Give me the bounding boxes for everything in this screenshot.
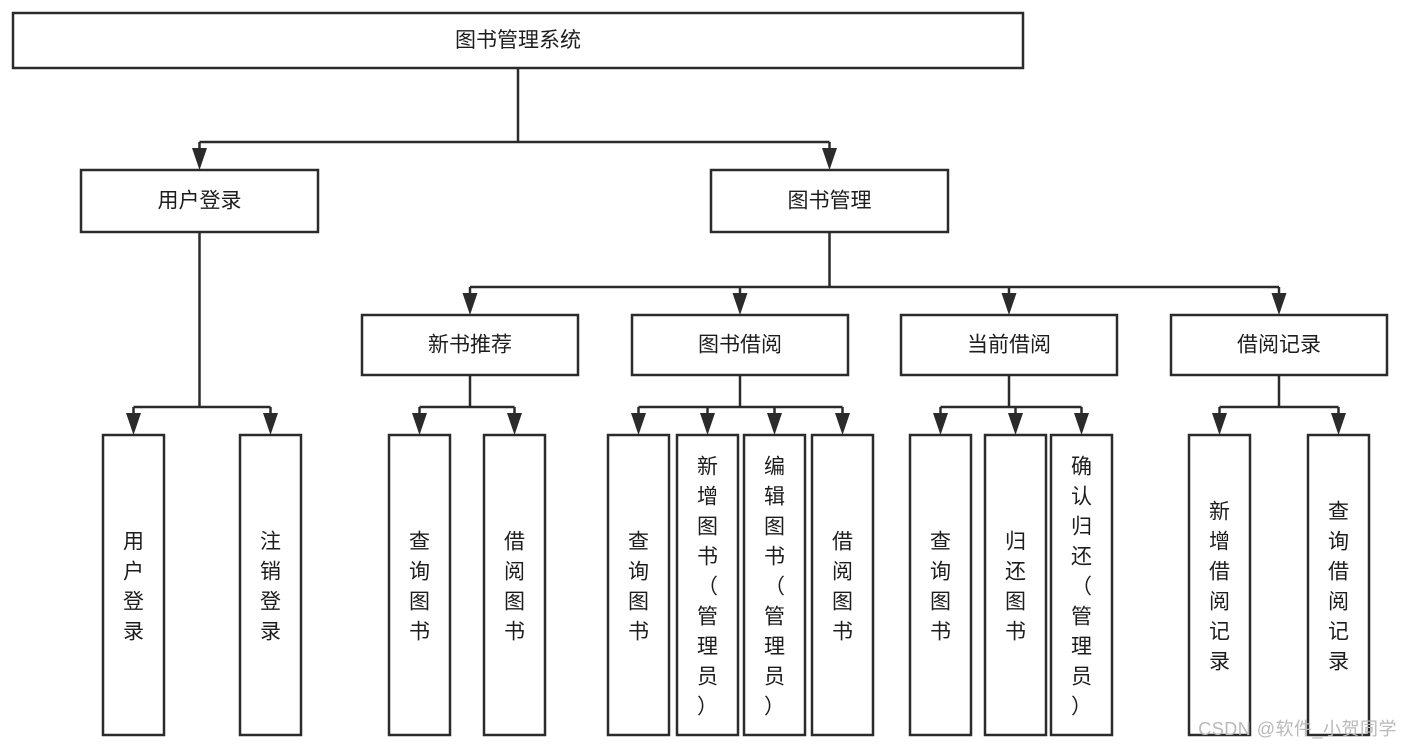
node-box-leaf-borrow-book-2 bbox=[810, 433, 875, 737]
node-leaf-borrow-book-1[interactable]: 借阅图书 bbox=[482, 433, 547, 737]
node-label-leaf-confirm-return: 确认归还（管理员） bbox=[1071, 455, 1092, 718]
node-label-leaf-borrow-book-2: 借阅图书 bbox=[832, 530, 853, 643]
node-new-book-rec[interactable]: 新书推荐 bbox=[360, 313, 580, 377]
arrow-head-leaf-logout bbox=[263, 413, 278, 435]
node-user-login[interactable]: 用户登录 bbox=[79, 168, 320, 234]
arrow-head-book-borrow bbox=[732, 293, 748, 315]
arrow-head-user-login bbox=[192, 148, 207, 170]
node-label-new-book-rec: 新书推荐 bbox=[428, 334, 512, 357]
node-label-root: 图书管理系统 bbox=[455, 29, 581, 52]
node-box-leaf-query-book-1 bbox=[387, 433, 452, 737]
arrow-head-book-manage bbox=[822, 148, 837, 170]
arrow-head-leaf-query-book-2 bbox=[631, 413, 646, 435]
node-label-leaf-logout: 注销登录 bbox=[260, 530, 281, 643]
node-leaf-borrow-book-2[interactable]: 借阅图书 bbox=[810, 433, 875, 737]
node-book-manage[interactable]: 图书管理 bbox=[709, 168, 950, 234]
node-label-current-borrow: 当前借阅 bbox=[967, 334, 1051, 357]
arrow-head-current-borrow bbox=[1001, 293, 1017, 315]
node-label-user-login: 用户登录 bbox=[158, 190, 242, 213]
node-label-leaf-return-book: 归还图书 bbox=[1005, 530, 1026, 643]
node-box-root bbox=[11, 11, 1025, 70]
node-box-leaf-query-record bbox=[1306, 433, 1371, 737]
node-leaf-confirm-return[interactable]: 确认归还（管理员） bbox=[1049, 433, 1114, 737]
node-box-leaf-add-record bbox=[1187, 433, 1252, 737]
node-leaf-query-record[interactable]: 查询借阅记录 bbox=[1306, 433, 1371, 737]
arrow-head-leaf-borrow-book-1 bbox=[507, 413, 522, 435]
edges-layer bbox=[126, 68, 1346, 435]
node-leaf-query-book-1[interactable]: 查询图书 bbox=[387, 433, 452, 737]
node-label-book-borrow: 图书借阅 bbox=[698, 334, 782, 357]
node-box-leaf-add-book bbox=[675, 433, 740, 737]
node-box-book-manage bbox=[709, 168, 950, 234]
node-leaf-add-record[interactable]: 新增借阅记录 bbox=[1187, 433, 1252, 737]
node-book-borrow[interactable]: 图书借阅 bbox=[630, 313, 850, 377]
node-label-leaf-user-login: 用户登录 bbox=[123, 530, 144, 643]
node-label-leaf-query-record: 查询借阅记录 bbox=[1328, 500, 1349, 673]
node-leaf-user-login[interactable]: 用户登录 bbox=[101, 433, 166, 737]
node-leaf-logout[interactable]: 注销登录 bbox=[238, 433, 303, 737]
node-label-leaf-query-book-2: 查询图书 bbox=[628, 530, 649, 643]
node-label-leaf-edit-book: 编辑图书（管理员） bbox=[764, 455, 785, 718]
arrow-head-leaf-user-login bbox=[126, 413, 141, 435]
node-box-leaf-user-login bbox=[101, 433, 166, 737]
arrow-head-leaf-add-book bbox=[700, 413, 715, 435]
node-leaf-query-book-2[interactable]: 查询图书 bbox=[606, 433, 671, 737]
arrow-head-leaf-return-book bbox=[1008, 413, 1023, 435]
watermark-label: CSDN @软件_小贺同学 bbox=[1198, 719, 1397, 739]
arrow-head-leaf-query-book-1 bbox=[412, 413, 427, 435]
arrow-head-leaf-query-record bbox=[1331, 413, 1346, 435]
node-label-leaf-query-book-3: 查询图书 bbox=[930, 530, 951, 643]
node-box-leaf-logout bbox=[238, 433, 303, 737]
node-label-leaf-add-record: 新增借阅记录 bbox=[1209, 500, 1230, 673]
node-label-borrow-record: 借阅记录 bbox=[1237, 334, 1321, 357]
arrow-head-borrow-record bbox=[1271, 293, 1287, 315]
node-box-leaf-borrow-book-1 bbox=[482, 433, 547, 737]
arrow-head-leaf-borrow-book-2 bbox=[835, 413, 850, 435]
node-box-current-borrow bbox=[899, 313, 1119, 377]
node-box-user-login bbox=[79, 168, 320, 234]
node-leaf-return-book[interactable]: 归还图书 bbox=[983, 433, 1048, 737]
node-box-book-borrow bbox=[630, 313, 850, 377]
arrow-head-new-book-rec bbox=[462, 293, 478, 315]
node-box-leaf-return-book bbox=[983, 433, 1048, 737]
node-leaf-edit-book[interactable]: 编辑图书（管理员） bbox=[742, 433, 807, 737]
node-label-leaf-borrow-book-1: 借阅图书 bbox=[504, 530, 525, 643]
node-box-leaf-query-book-2 bbox=[606, 433, 671, 737]
node-borrow-record[interactable]: 借阅记录 bbox=[1169, 313, 1389, 377]
arrow-head-leaf-add-record bbox=[1212, 413, 1227, 435]
node-label-leaf-query-book-1: 查询图书 bbox=[409, 530, 430, 643]
node-box-borrow-record bbox=[1169, 313, 1389, 377]
node-box-leaf-confirm-return bbox=[1049, 433, 1114, 737]
node-label-leaf-add-book: 新增图书（管理员） bbox=[697, 455, 718, 718]
arrow-head-leaf-query-book-3 bbox=[933, 413, 948, 435]
node-current-borrow[interactable]: 当前借阅 bbox=[899, 313, 1119, 377]
node-box-new-book-rec bbox=[360, 313, 580, 377]
node-box-leaf-query-book-3 bbox=[908, 433, 973, 737]
node-label-book-manage: 图书管理 bbox=[788, 190, 872, 213]
arrow-head-leaf-confirm-return bbox=[1074, 413, 1089, 435]
arrow-head-leaf-edit-book bbox=[767, 413, 782, 435]
node-leaf-add-book[interactable]: 新增图书（管理员） bbox=[675, 433, 740, 737]
node-box-leaf-edit-book bbox=[742, 433, 807, 737]
nodes-layer: 图书管理系统用户登录图书管理新书推荐图书借阅当前借阅借阅记录用户登录注销登录查询… bbox=[11, 11, 1389, 737]
node-root[interactable]: 图书管理系统 bbox=[11, 11, 1025, 70]
node-leaf-query-book-3[interactable]: 查询图书 bbox=[908, 433, 973, 737]
